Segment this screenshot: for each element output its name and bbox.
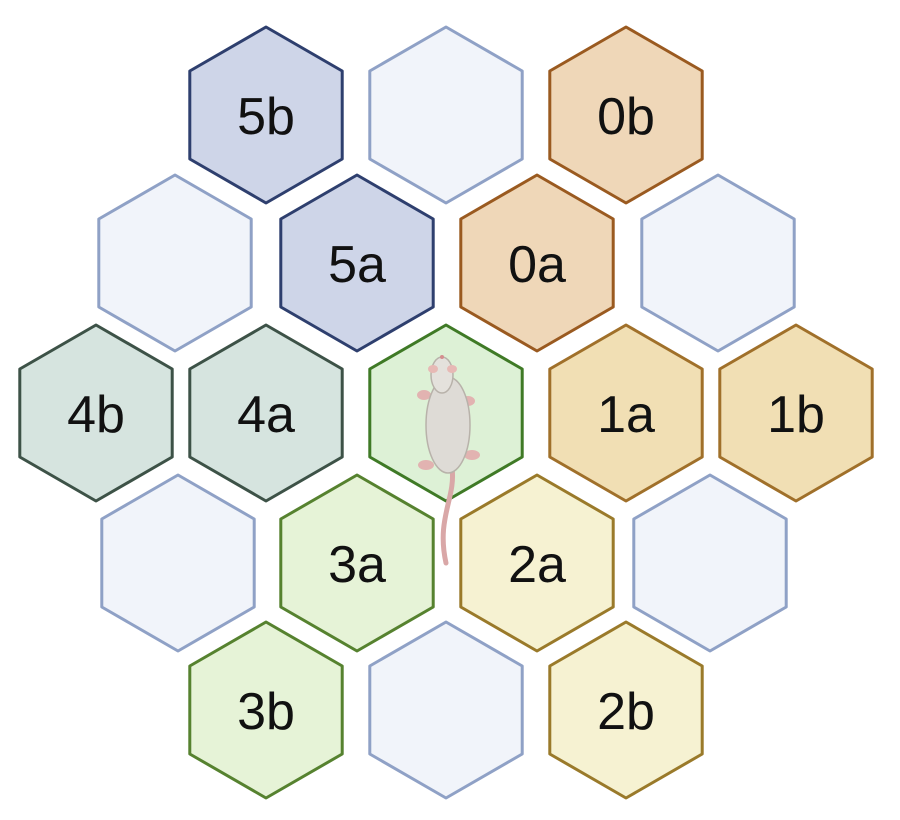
hex-tile-0b: 0b [548,25,704,205]
hex-shape [548,25,704,205]
hex-tile-5a: 5a [279,173,435,353]
hex-tile-empty [640,173,796,353]
hex-tile-empty [368,25,524,205]
hex-shape [100,473,256,653]
hex-label: 3b [237,683,295,741]
hex-tile-0a: 0a [459,173,615,353]
hex-shape [632,473,788,653]
hex-tile-3a: 3a [279,473,435,653]
hex-tile-1a: 1a [548,323,704,503]
hex-shape [188,323,344,503]
hex-tile-2a: 2a [459,473,615,653]
hex-tile-empty [100,473,256,653]
hex-shape [368,25,524,205]
hex-label: 1a [597,386,655,444]
hex-tile-empty [97,173,253,353]
hex-label: 0a [508,236,566,294]
hex-tile-4a: 4a [188,323,344,503]
hex-shape [548,323,704,503]
hex-shape [459,473,615,653]
hex-shape [188,25,344,205]
hex-label: 0b [597,88,655,146]
hex-shape [548,620,704,800]
hex-tile-1b: 1b [718,323,874,503]
hex-shape [18,323,174,503]
hex-label: 3a [328,536,386,594]
hex-label: 2a [508,536,566,594]
hex-shape [97,173,253,353]
hex-shape [188,620,344,800]
hex-shape [459,173,615,353]
hex-tile-4b: 4b [18,323,174,503]
hex-label: 5b [237,88,295,146]
hex-shape [368,620,524,800]
hex-shape [279,173,435,353]
hex-tile-empty [632,473,788,653]
hex-tile-3b: 3b [188,620,344,800]
hex-tile-empty [368,620,524,800]
hex-label: 2b [597,683,655,741]
hex-shape [279,473,435,653]
hex-tile-2b: 2b [548,620,704,800]
hex-shape [640,173,796,353]
hex-label: 1b [767,386,825,444]
hex-tile-5b: 5b [188,25,344,205]
hex-label: 4a [237,386,295,444]
hex-label: 4b [67,386,125,444]
hex-label: 5a [328,236,386,294]
hex-shape [718,323,874,503]
rat-icon [417,355,480,566]
